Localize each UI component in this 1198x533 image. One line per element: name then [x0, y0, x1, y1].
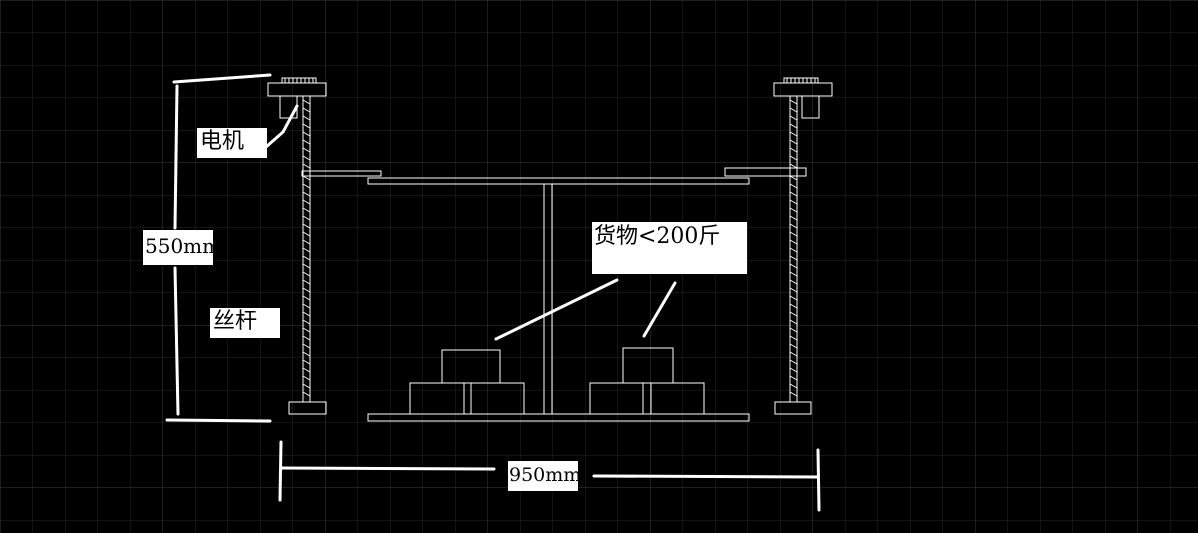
height-dimension-vertical — [173, 84, 180, 416]
width-dimension-left-tick — [278, 440, 283, 502]
right-lead-screw — [774, 96, 812, 415]
right-cargo-stack — [589, 347, 705, 415]
height-dimension-label: 550mm — [143, 230, 221, 265]
top-cross-beam — [301, 167, 807, 185]
cargo-leader-right — [642, 281, 677, 338]
left-motor — [267, 77, 327, 119]
width-dimension-right-tick — [816, 448, 821, 512]
width-dimension-line — [279, 466, 820, 479]
motor-label: 电机 — [197, 128, 267, 158]
lead-screw-label: 丝杆 — [210, 308, 280, 338]
center-column — [543, 184, 553, 414]
bottom-platform — [367, 413, 750, 422]
left-cargo-stack — [409, 349, 525, 415]
cargo-label: 货物<200斤 — [592, 222, 747, 274]
width-dimension-label: 950mm — [508, 461, 581, 491]
cargo-leader-left — [494, 278, 619, 341]
left-lead-screw — [288, 96, 327, 415]
right-motor — [773, 77, 833, 119]
motor-leader-line — [264, 104, 299, 149]
height-dimension-top — [172, 73, 272, 84]
height-dimension-bottom — [165, 418, 272, 423]
